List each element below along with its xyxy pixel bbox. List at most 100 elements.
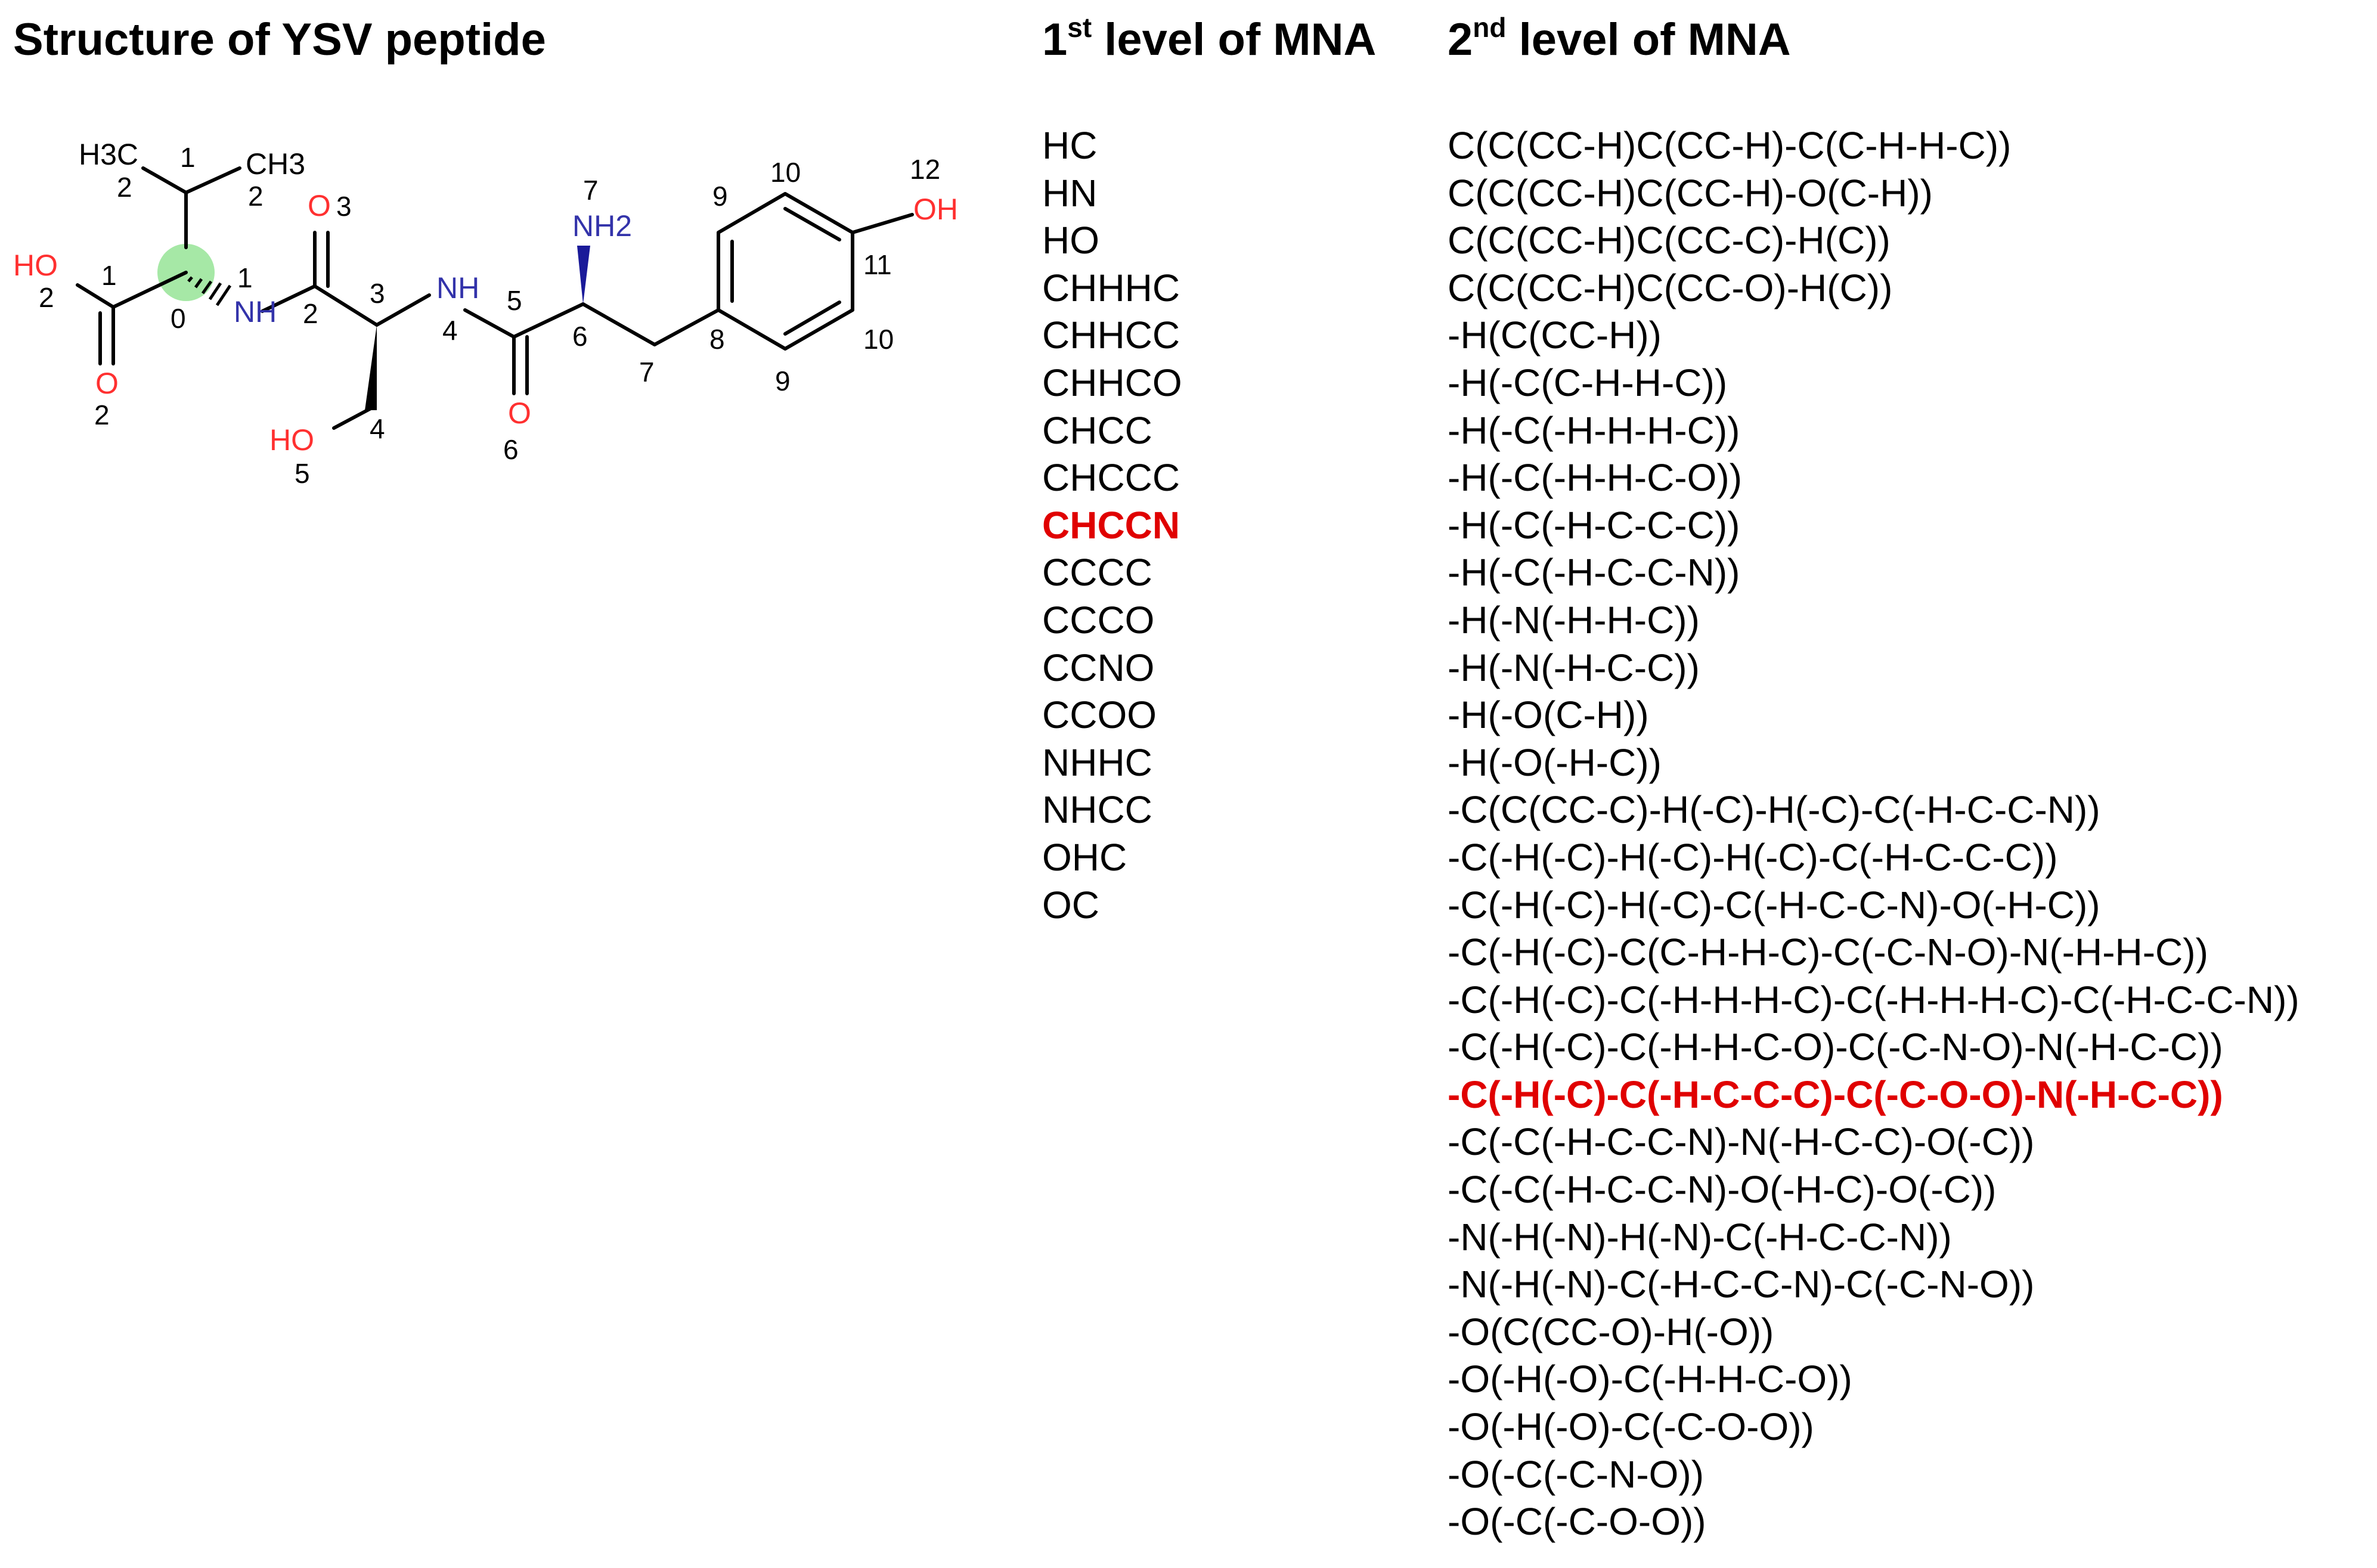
- level2-descriptor: -C(-H(-C)-C(-H-H-H-C)-C(-H-H-H-C)-C(-H-C…: [1448, 978, 2299, 1021]
- bond: [851, 213, 914, 234]
- bond: [313, 284, 379, 327]
- level2-descriptor: -C(-C(-H-C-C-N)-O(-H-C)-O(-C)): [1448, 1168, 1997, 1211]
- bond: [783, 207, 841, 241]
- level2-descriptor: C(C(CC-H)C(CC-H)-O(C-H)): [1448, 171, 1933, 215]
- atom-number: 1: [180, 142, 196, 173]
- atom-number: 4: [370, 413, 385, 444]
- level1-descriptor: OC: [1042, 883, 1099, 926]
- level1-descriptor: NHCC: [1042, 788, 1152, 832]
- o-acid-label: O: [95, 367, 119, 400]
- atom-number: 7: [583, 175, 599, 206]
- bond: [111, 271, 188, 309]
- level2-descriptor: -C(-H(-C)-H(-C)-C(-H-C-C-N)-O(-H-C)): [1448, 883, 2100, 926]
- level1-descriptor: HC: [1042, 124, 1098, 167]
- bond: [76, 283, 115, 309]
- level2-descriptor: -H(-N(-H-C-C)): [1448, 646, 1700, 689]
- level1-heading-number: 1: [1042, 14, 1068, 65]
- level2-descriptor: -H(C(CC-H)): [1448, 314, 1662, 357]
- level1-heading-text: level of MNA: [1092, 14, 1377, 65]
- level2-heading: 2nd level of MNA: [1448, 13, 1791, 67]
- level2-descriptor: -C(-H(-C)-C(C-H-H-C)-C(-C-N-O)-N(-H-H-C)…: [1448, 931, 2208, 974]
- level1-descriptor: NHHC: [1042, 740, 1152, 784]
- level1-descriptor: CHHCC: [1042, 314, 1180, 357]
- level2-descriptor: -C(-H(-C)-C(-H-H-C-O)-C(-C-N-O)-N(-H-C-C…: [1448, 1025, 2223, 1069]
- atom-number: 2: [94, 399, 110, 430]
- atom-number: 5: [295, 458, 310, 489]
- atom-number: 8: [709, 324, 725, 355]
- hashed-wedge-bond: [187, 276, 232, 306]
- solid-wedge-bond-n: [577, 246, 590, 304]
- ch3-right-label: CH3: [246, 147, 305, 181]
- ysv-structure-diagram: HO O NH O NH O NH2 HO OH H3C CH3 1 2 2 1…: [13, 138, 958, 489]
- level1-descriptor: CCCC: [1042, 551, 1152, 594]
- level1-heading-ordinal: st: [1067, 12, 1092, 43]
- level2-descriptor: C(C(CC-H)C(CC-O)-H(C)): [1448, 266, 1893, 309]
- level2-descriptor: -C(-H(-C)-H(-C)-H(-C)-C(-H-C-C-C)): [1448, 835, 2058, 879]
- level2-mna-list: C(C(CC-H)C(CC-H)-C(C-H-H-C))C(C(CC-H)C(C…: [1448, 122, 2299, 1546]
- atom-number: 1: [101, 260, 117, 291]
- level2-descriptor: -H(-C(-H-C-C-C)): [1448, 503, 1740, 547]
- bond: [332, 407, 373, 430]
- atom-number: 9: [775, 365, 791, 396]
- level1-descriptor: HN: [1042, 171, 1098, 215]
- atom-number: 7: [639, 357, 655, 388]
- level1-descriptor: HO: [1042, 219, 1099, 262]
- atom-number: 2: [303, 298, 318, 329]
- level2-descriptor: -O(-C(-C-N-O)): [1448, 1452, 1705, 1496]
- level1-descriptor: CCCO: [1042, 598, 1155, 642]
- level2-descriptor: -C(-H(-C)-C(-H-C-C-C)-C(-C-O-O)-N(-H-C-C…: [1448, 1073, 2223, 1116]
- level2-descriptor: -H(-N(-H-H-C)): [1448, 598, 1700, 642]
- level1-descriptor: CHHHC: [1042, 266, 1180, 309]
- ho-ser-label: HO: [269, 423, 314, 457]
- level2-descriptor: -H(-O(-H-C)): [1448, 740, 1662, 784]
- atom-number: 11: [863, 249, 892, 280]
- atom-number: 6: [572, 321, 588, 352]
- bond: [512, 302, 585, 339]
- bond: [653, 308, 720, 346]
- bond: [261, 284, 317, 313]
- bond: [783, 300, 841, 336]
- o-6-label: O: [508, 396, 531, 430]
- level1-descriptor: CHCCC: [1042, 456, 1180, 500]
- level1-descriptor: CHHCO: [1042, 361, 1182, 404]
- o-3-label: O: [308, 189, 331, 222]
- atom-number: 12: [910, 154, 940, 185]
- bond: [184, 166, 241, 194]
- ho-acid-label: HO: [13, 249, 58, 282]
- level2-descriptor: -H(-C(C-H-H-C)): [1448, 361, 1728, 404]
- atom-number: 4: [442, 315, 458, 346]
- atom-number: 10: [770, 157, 801, 188]
- bond: [717, 192, 854, 351]
- atom-number: 5: [507, 285, 522, 316]
- level2-descriptor: -H(-C(-H-C-C-N)): [1448, 551, 1740, 594]
- bond: [375, 293, 431, 327]
- atom-number: 3: [370, 278, 385, 309]
- nh-4-label: NH: [436, 271, 479, 305]
- atom-number: 10: [863, 324, 894, 355]
- atom-number: 1: [237, 262, 253, 293]
- level2-descriptor: -O(C(CC-O)-H(-O)): [1448, 1310, 1774, 1353]
- level1-descriptor: CCNO: [1042, 646, 1155, 689]
- atom-number: 3: [336, 191, 352, 222]
- nh-1-label: NH: [234, 295, 277, 329]
- bond-lines: [76, 166, 914, 430]
- level2-descriptor: -O(-C(-C-O-O)): [1448, 1500, 1706, 1544]
- atom-number: 2: [117, 172, 132, 203]
- atom-number: 2: [39, 282, 54, 313]
- level1-descriptor: CCOO: [1042, 693, 1157, 737]
- level2-heading-ordinal: nd: [1473, 12, 1507, 43]
- level2-heading-text: level of MNA: [1506, 14, 1791, 65]
- bond: [581, 302, 656, 346]
- atom-number: 9: [712, 181, 728, 212]
- nh2-label: NH2: [572, 209, 632, 243]
- level2-descriptor: -H(-C(-H-H-H-C)): [1448, 408, 1740, 452]
- level1-descriptor: OHC: [1042, 835, 1127, 879]
- level2-descriptor: C(C(CC-H)C(CC-H)-C(C-H-H-C)): [1448, 124, 2012, 167]
- structure-title: Structure of YSV peptide: [13, 14, 546, 65]
- level2-descriptor: -C(-C(-H-C-C-N)-N(-H-C-C)-O(-C)): [1448, 1120, 2035, 1164]
- level2-descriptor: -N(-H(-N)-H(-N)-C(-H-C-C-N)): [1448, 1215, 1952, 1259]
- atom-number: 2: [248, 181, 264, 212]
- level1-descriptor: CHCC: [1042, 408, 1152, 452]
- level2-heading-number: 2: [1448, 14, 1473, 65]
